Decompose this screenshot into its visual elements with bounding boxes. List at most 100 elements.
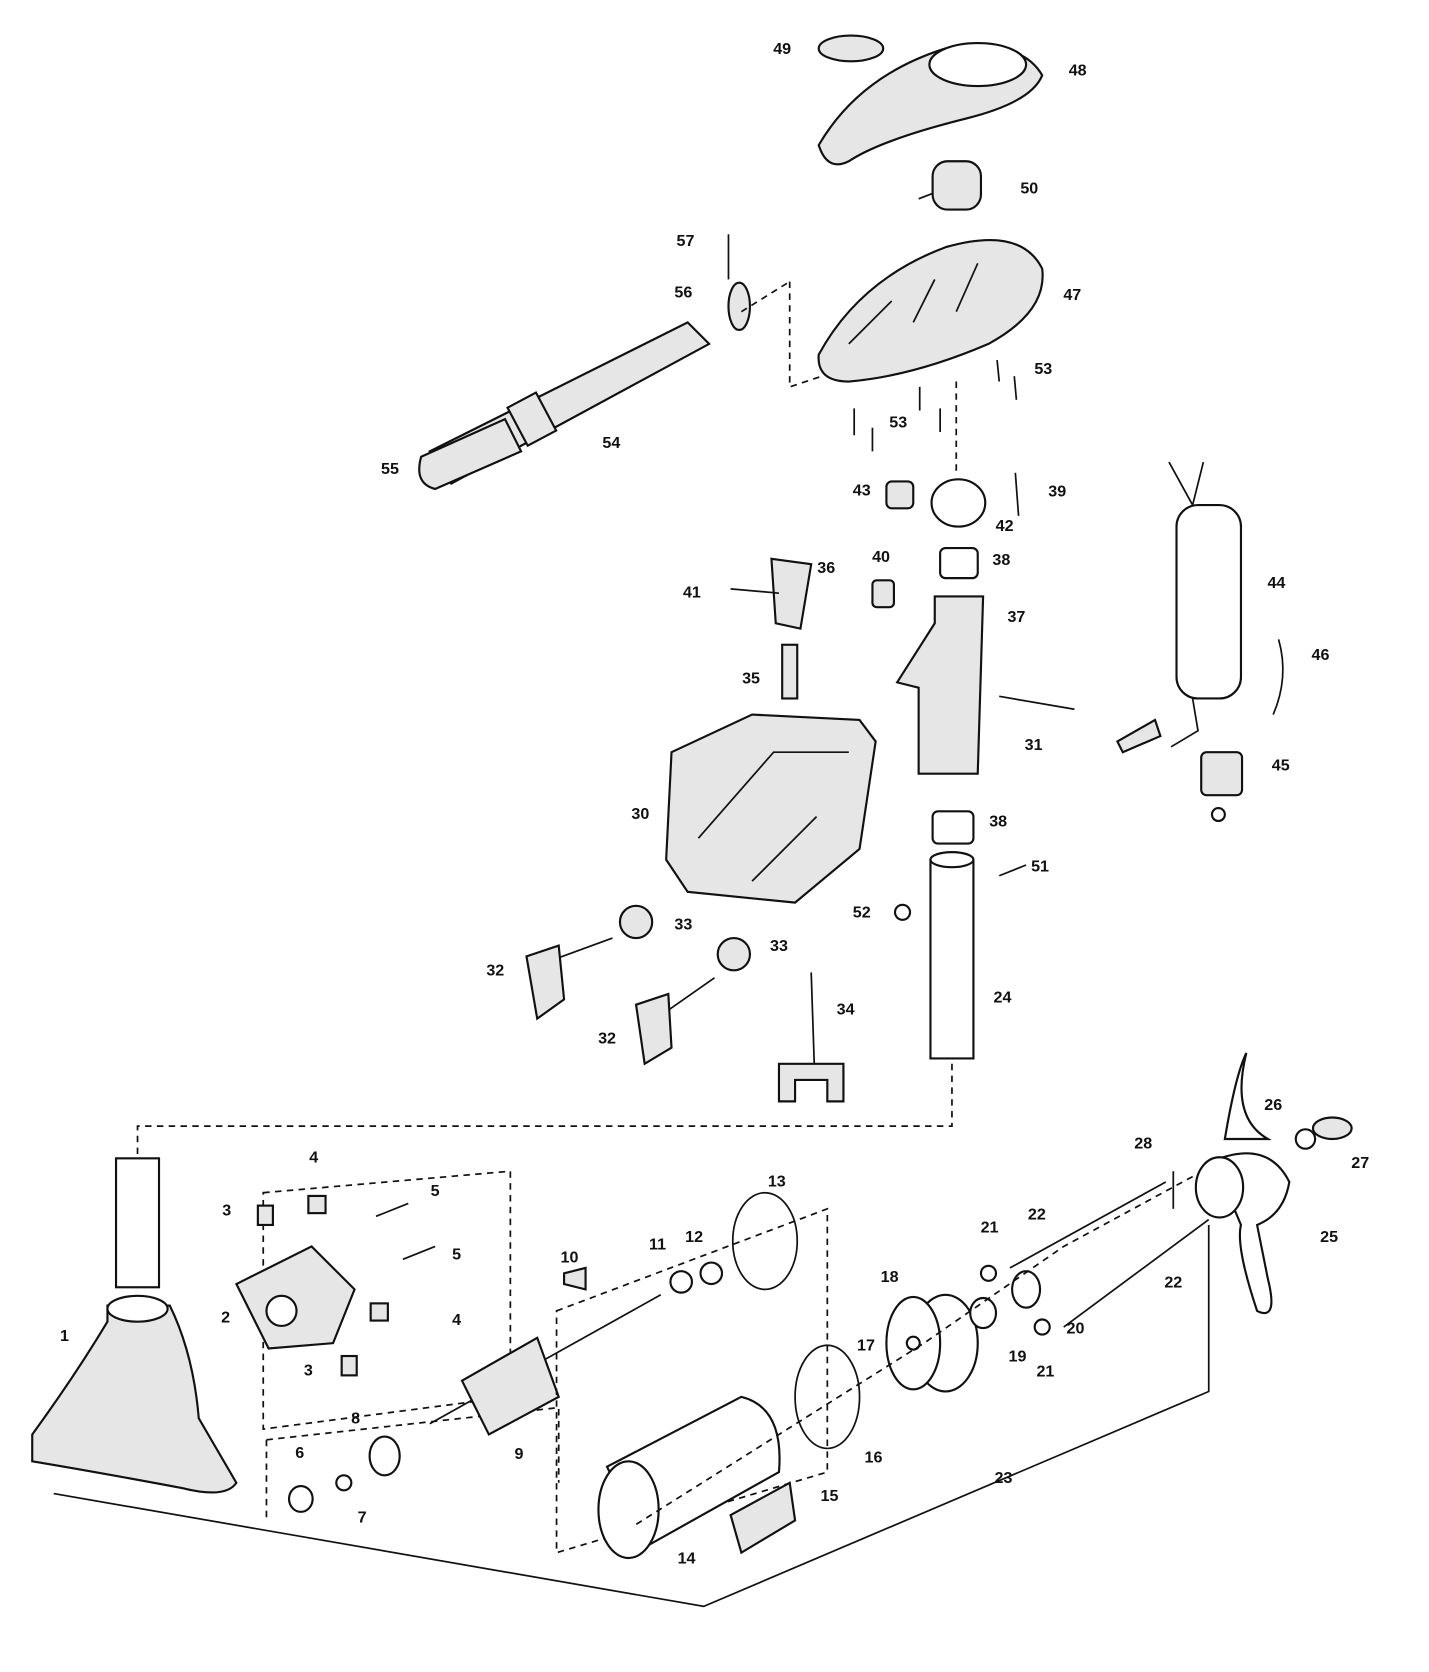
part-brush-plate-2	[234, 1245, 356, 1350]
part-callout-label: 44	[1267, 574, 1285, 592]
part-callout-label: 8	[351, 1410, 360, 1428]
part-callout-label: 15	[821, 1487, 839, 1505]
part-clip-10	[563, 1266, 587, 1291]
part-callout-label: 9	[514, 1445, 523, 1463]
part-oring-13	[731, 1191, 799, 1291]
part-shaft-24	[929, 858, 975, 1060]
part-washer-26	[1294, 1128, 1317, 1150]
part-callout-label: 18	[881, 1268, 899, 1286]
part-washer-33b	[716, 936, 752, 972]
part-ball-7	[335, 1474, 353, 1492]
part-callout-label: 13	[768, 1172, 786, 1190]
part-callout-label: 7	[358, 1509, 367, 1527]
part-callout-label: 30	[631, 805, 649, 823]
part-bushing-42	[930, 478, 987, 528]
part-bushing-38b	[931, 810, 975, 845]
part-washer-21	[979, 1264, 998, 1282]
part-wire-46	[1272, 639, 1284, 715]
part-callout-label: 3	[304, 1361, 313, 1379]
part-callout-label: 10	[560, 1249, 578, 1267]
part-tool-34	[777, 972, 845, 1103]
part-callout-label: 43	[853, 481, 871, 499]
part-callout-label: 27	[1351, 1154, 1369, 1172]
part-grip-55	[418, 417, 523, 491]
part-mount-30	[665, 713, 877, 904]
part-callout-label: 14	[678, 1549, 696, 1567]
frame-23	[53, 1224, 1210, 1608]
part-propeller-25	[1194, 1052, 1291, 1314]
part-callout-label: 22	[1164, 1273, 1182, 1291]
part-screws-53	[853, 359, 1018, 452]
part-callout-label: 5	[452, 1245, 461, 1263]
part-callout-label: 34	[837, 1000, 855, 1018]
part-armature-9	[429, 1294, 662, 1436]
part-callout-label: 4	[309, 1149, 318, 1167]
part-cable-44	[1168, 461, 1243, 748]
part-callout-label: 55	[381, 460, 399, 478]
part-callout-label: 32	[598, 1029, 616, 1047]
part-knob-40	[871, 579, 896, 609]
part-callout-label: 1	[60, 1327, 69, 1345]
part-brush-4	[307, 1194, 327, 1215]
part-callout-label: 25	[1320, 1228, 1338, 1246]
part-housing-47	[817, 239, 1044, 383]
part-callout-label: 38	[992, 551, 1010, 569]
part-clips-45	[1200, 751, 1244, 823]
part-motor-housing-14	[597, 1395, 781, 1560]
part-bearing-8	[368, 1435, 401, 1477]
part-callout-label: 32	[486, 962, 504, 980]
part-callout-label: 19	[1009, 1347, 1027, 1365]
part-callout-label: 2	[221, 1309, 230, 1327]
part-callout-label: 50	[1020, 179, 1038, 197]
part-callout-label: 42	[996, 517, 1014, 535]
part-switch-50	[918, 160, 983, 211]
part-decal-49	[817, 34, 885, 63]
part-decal-15	[729, 1481, 797, 1555]
part-callout-label: 26	[1264, 1096, 1282, 1114]
part-collar-56	[727, 281, 752, 332]
part-washer-12	[699, 1261, 724, 1286]
part-callout-label: 35	[742, 669, 760, 687]
part-callout-label: 38	[989, 812, 1007, 830]
part-spring-3	[256, 1204, 274, 1227]
part-callout-label: 45	[1272, 756, 1290, 774]
part-cap-6	[287, 1484, 314, 1513]
part-spring-35	[781, 643, 799, 700]
part-callout-label: 41	[683, 583, 701, 601]
part-callout-label: 48	[1069, 61, 1087, 79]
part-callout-label: 33	[770, 937, 788, 955]
part-wingnut-27	[1311, 1116, 1353, 1141]
part-callout-label: 3	[222, 1201, 231, 1219]
part-washer-33	[618, 904, 654, 940]
part-clip	[1115, 718, 1162, 754]
part-callout-label: 37	[1007, 608, 1025, 626]
part-knob-43	[885, 480, 915, 510]
part-callout-label: 47	[1063, 286, 1081, 304]
part-callout-label: 17	[857, 1337, 875, 1355]
part-callout-label: 21	[1036, 1362, 1054, 1380]
part-callout-label: 11	[649, 1236, 666, 1254]
part-bushing-38	[939, 546, 979, 580]
part-callout-label: 54	[602, 434, 620, 452]
part-callout-label: 53	[1034, 360, 1052, 378]
part-callout-label: 31	[1025, 736, 1043, 754]
part-callout-label: 53	[889, 414, 907, 432]
part-bearing-19	[969, 1296, 998, 1330]
part-callout-label: 56	[674, 284, 692, 302]
part-bolt-22	[1009, 1181, 1167, 1269]
part-callout-label: 51	[1031, 857, 1049, 875]
part-callout-label: 57	[677, 232, 695, 250]
part-cover-48	[817, 41, 1044, 166]
part-callout-label: 12	[685, 1228, 703, 1246]
part-callout-label: 16	[865, 1448, 883, 1466]
part-callout-label: 4	[452, 1311, 461, 1329]
part-bracket-37	[895, 595, 985, 775]
part-washer-21b	[1033, 1318, 1051, 1336]
part-callout-label: 49	[773, 40, 791, 58]
part-callout-label: 21	[981, 1218, 999, 1236]
part-washer-11	[669, 1270, 694, 1294]
part-oring-16	[794, 1344, 861, 1450]
part-nut-52	[893, 903, 912, 921]
part-lever-36	[770, 557, 813, 630]
part-bolt-22b	[1063, 1218, 1210, 1328]
